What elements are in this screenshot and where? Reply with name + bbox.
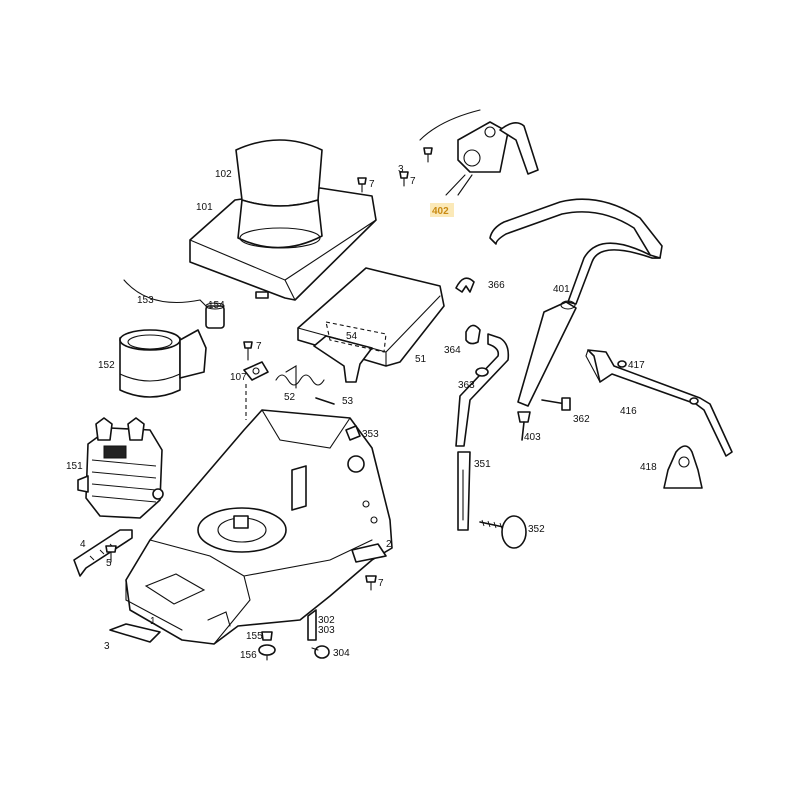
part-151-motor[interactable] xyxy=(77,417,164,519)
label-107[interactable]: 107 xyxy=(230,372,247,383)
part-3-front-flap[interactable] xyxy=(109,623,161,643)
part-7-screw-a[interactable] xyxy=(357,177,367,193)
part-363-handle-bar[interactable] xyxy=(455,333,510,447)
part-302-spring[interactable] xyxy=(307,609,317,641)
part-351-lower-bar[interactable] xyxy=(457,451,471,531)
part-5-screw[interactable] xyxy=(105,545,117,563)
part-353-block[interactable] xyxy=(345,425,361,441)
label-366[interactable]: 366 xyxy=(488,280,505,291)
part-54-flap-plate[interactable] xyxy=(313,321,387,383)
label-54[interactable]: 54 xyxy=(346,331,358,342)
label-351[interactable]: 351 xyxy=(474,459,491,470)
part-2-side-flap[interactable] xyxy=(351,543,387,563)
highlight-402-box xyxy=(430,203,454,217)
label-53[interactable]: 53 xyxy=(342,396,354,407)
label-3-top[interactable]: 3 xyxy=(398,164,404,175)
label-352[interactable]: 352 xyxy=(528,524,545,535)
part-155-bolt[interactable] xyxy=(261,631,273,641)
part-352-knob-bolt[interactable] xyxy=(479,515,527,549)
label-153[interactable]: 153 xyxy=(137,295,154,306)
label-155[interactable]: 155 xyxy=(246,631,263,642)
part-403-bolt[interactable] xyxy=(517,411,531,441)
label-401[interactable]: 401 xyxy=(553,284,570,295)
part-366-clip[interactable] xyxy=(455,277,475,293)
part-154-capacitor[interactable] xyxy=(205,302,225,329)
label-403[interactable]: 403 xyxy=(524,432,541,443)
label-151[interactable]: 151 xyxy=(66,461,83,472)
label-363[interactable]: 363 xyxy=(458,380,475,391)
part-402-control-handle[interactable] xyxy=(419,109,539,196)
part-53-pin[interactable] xyxy=(315,397,335,405)
part-362-bolt[interactable] xyxy=(541,397,571,411)
part-7-screw-c[interactable] xyxy=(365,575,377,591)
part-51-rear-flap[interactable] xyxy=(297,267,445,367)
label-416[interactable]: 416 xyxy=(620,406,637,417)
part-4-side-strip[interactable] xyxy=(73,529,133,577)
label-7-b[interactable]: 7 xyxy=(410,176,416,187)
label-102[interactable]: 102 xyxy=(215,169,232,180)
part-7-screw-b[interactable] xyxy=(243,341,253,361)
label-101[interactable]: 101 xyxy=(196,202,213,213)
part-418-bracket[interactable] xyxy=(663,445,703,489)
label-2[interactable]: 2 xyxy=(386,539,392,550)
part-416-bail-bar[interactable] xyxy=(585,349,733,457)
label-154[interactable]: 154 xyxy=(208,300,225,311)
label-52[interactable]: 52 xyxy=(284,392,296,403)
label-362[interactable]: 362 xyxy=(573,414,590,425)
label-1[interactable]: 1 xyxy=(150,616,156,627)
label-7-d[interactable]: 7 xyxy=(378,578,384,589)
label-417[interactable]: 417 xyxy=(628,360,645,371)
part-153-cable[interactable] xyxy=(123,279,211,311)
label-7-c[interactable]: 7 xyxy=(256,341,262,352)
label-402[interactable]: 402 xyxy=(432,206,449,217)
label-3[interactable]: 3 xyxy=(104,641,110,652)
label-152[interactable]: 152 xyxy=(98,360,115,371)
part-107-bracket[interactable] xyxy=(243,361,269,381)
label-51[interactable]: 51 xyxy=(415,354,427,365)
part-152-motor-housing[interactable] xyxy=(119,329,207,398)
label-353[interactable]: 353 xyxy=(362,429,379,440)
label-4[interactable]: 4 xyxy=(80,539,86,550)
part-102-chute[interactable] xyxy=(235,139,323,249)
part-3-7-screws-top[interactable] xyxy=(399,147,433,187)
label-418[interactable]: 418 xyxy=(640,462,657,473)
part-364-knob[interactable] xyxy=(465,324,481,345)
label-5[interactable]: 5 xyxy=(106,558,112,569)
label-304[interactable]: 304 xyxy=(333,648,350,659)
part-401-upper-handle[interactable] xyxy=(489,198,663,407)
label-7-a[interactable]: 7 xyxy=(369,179,375,190)
label-364[interactable]: 364 xyxy=(444,345,461,356)
label-302[interactable]: 302 xyxy=(318,615,335,626)
part-156-wheel-hub[interactable] xyxy=(258,644,276,661)
label-303[interactable]: 303 xyxy=(318,625,335,636)
part-1-deck[interactable] xyxy=(125,409,393,645)
part-304-nut[interactable] xyxy=(311,645,330,659)
part-52-spring[interactable] xyxy=(275,365,325,389)
label-156[interactable]: 156 xyxy=(240,650,257,661)
